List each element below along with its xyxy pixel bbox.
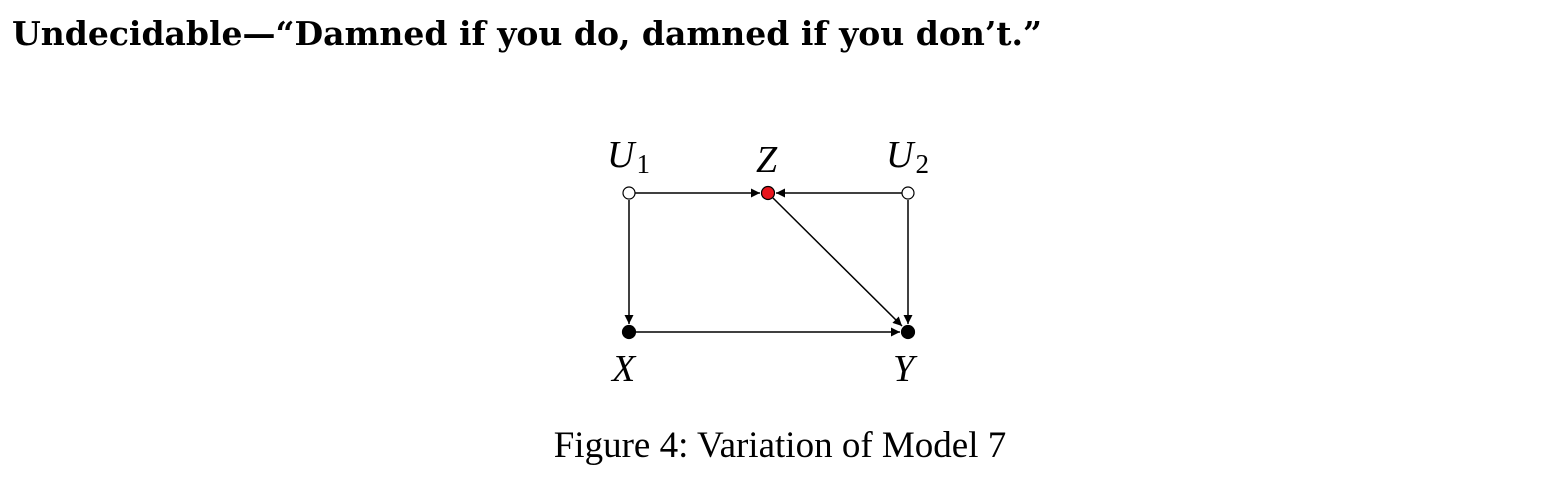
figure-caption: Figure 4: Variation of Model 7 <box>553 425 1007 466</box>
label-u1: U1 <box>607 134 650 179</box>
node-u2 <box>901 186 915 200</box>
label-y-main: Y <box>893 348 918 390</box>
node-z <box>760 185 776 201</box>
label-z-main: Z <box>756 139 778 181</box>
node-x <box>621 324 637 340</box>
section-heading: Undecidable—“Damned if you do, damned if… <box>12 14 1043 53</box>
label-u1-subscript: 1 <box>636 149 650 179</box>
label-x-main: X <box>610 348 637 390</box>
node-u1 <box>622 186 636 200</box>
label-y: Y <box>893 348 918 390</box>
label-x: X <box>610 348 637 390</box>
label-u2-main: U <box>886 134 916 176</box>
node-y <box>900 324 916 340</box>
label-u1-main: U <box>607 134 637 176</box>
label-u2-subscript: 2 <box>915 149 929 179</box>
label-z: Z <box>756 139 778 181</box>
label-u2: U2 <box>886 134 929 179</box>
edge-z-to-y <box>772 197 903 327</box>
